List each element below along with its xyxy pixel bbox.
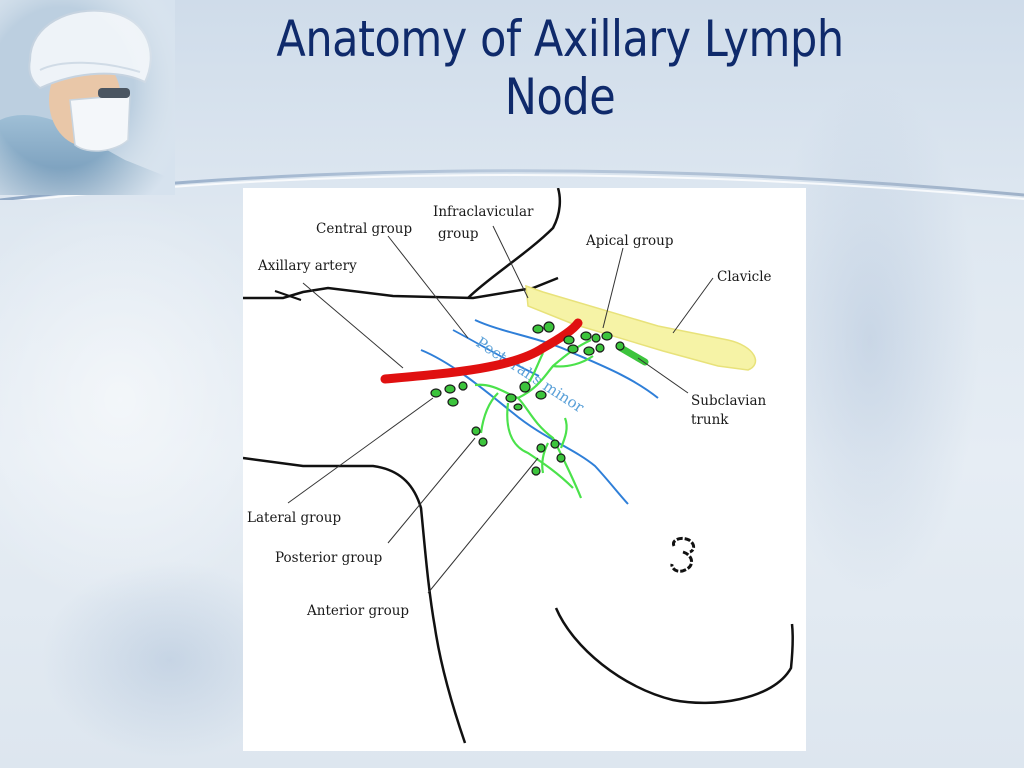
clavicle-label: Clavicle xyxy=(717,269,772,285)
lymph-nodes xyxy=(430,321,625,476)
posterior-node xyxy=(471,426,481,436)
apical-group-leader xyxy=(602,247,624,329)
posterior-node xyxy=(478,437,488,447)
central-group-leader xyxy=(387,235,469,339)
anterior-node xyxy=(531,466,541,476)
infraclavicular-leader xyxy=(492,225,529,299)
shoulder-outline-notch xyxy=(274,290,302,301)
apical-group-label: Apical group xyxy=(585,233,674,249)
subclavian-node xyxy=(615,341,625,351)
subclavian-label-line2: trunk xyxy=(691,412,729,428)
posterior-group-label: Posterior group xyxy=(275,550,382,566)
subclavian-label-line1: Subclavian xyxy=(691,393,767,409)
clavicle-bone xyxy=(525,284,757,371)
central-group-label: Central group xyxy=(316,221,412,237)
nipple-icon xyxy=(670,536,696,573)
infraclavicular-label-line1: Infraclavicular xyxy=(433,204,534,220)
anterior-node xyxy=(556,453,566,463)
lateral-node xyxy=(458,381,468,391)
infraclavicular-node xyxy=(532,324,544,334)
pectoralis-minor-inner-border xyxy=(452,329,540,377)
axillary-artery-label: Axillary artery xyxy=(257,258,357,274)
apical-node xyxy=(601,331,613,341)
apical-node xyxy=(591,333,601,343)
apical-node xyxy=(580,331,592,341)
slide-title: Anatomy of Axillary Lymph Node xyxy=(207,10,912,126)
apical-node xyxy=(563,335,575,345)
central-node xyxy=(513,403,523,411)
lateral-group-leader xyxy=(287,397,434,504)
lymph-vessels xyxy=(474,339,594,499)
anterior-group-label: Anterior group xyxy=(306,603,409,619)
infraclavicular-node xyxy=(543,321,555,333)
axillary-artery-vessel xyxy=(380,318,583,384)
axillary-artery-leader xyxy=(302,282,404,369)
neck-outline xyxy=(467,188,562,299)
central-node xyxy=(505,393,517,403)
anterior-node xyxy=(536,443,546,453)
lateral-group-label: Lateral group xyxy=(247,510,341,526)
axillary-diagram: Pectoralis minor xyxy=(243,188,806,751)
apical-node xyxy=(567,344,579,354)
shoulder-outline xyxy=(243,276,559,300)
subclavian-leader xyxy=(637,357,689,394)
surgeon-photo xyxy=(0,0,175,195)
slide-title-line2: Node xyxy=(504,68,616,126)
clavicle-leader xyxy=(672,277,714,334)
axillary-diagram-canvas: Pectoralis minor xyxy=(243,188,794,744)
label-leader-lines xyxy=(287,225,714,594)
anterior-node xyxy=(550,439,560,449)
lateral-node xyxy=(430,388,442,398)
lateral-node xyxy=(444,384,456,394)
apical-node xyxy=(595,343,605,353)
lateral-node xyxy=(447,397,459,407)
central-node xyxy=(535,390,547,400)
posterior-group-leader xyxy=(387,437,476,544)
anterior-group-leader xyxy=(427,457,539,594)
breast-outline xyxy=(554,607,794,705)
slide-title-line1: Anatomy of Axillary Lymph xyxy=(276,10,844,68)
central-node xyxy=(519,381,531,393)
infraclavicular-label-line2: group xyxy=(438,226,479,242)
arm-chest-outline xyxy=(243,456,467,744)
apical-node xyxy=(583,346,595,356)
